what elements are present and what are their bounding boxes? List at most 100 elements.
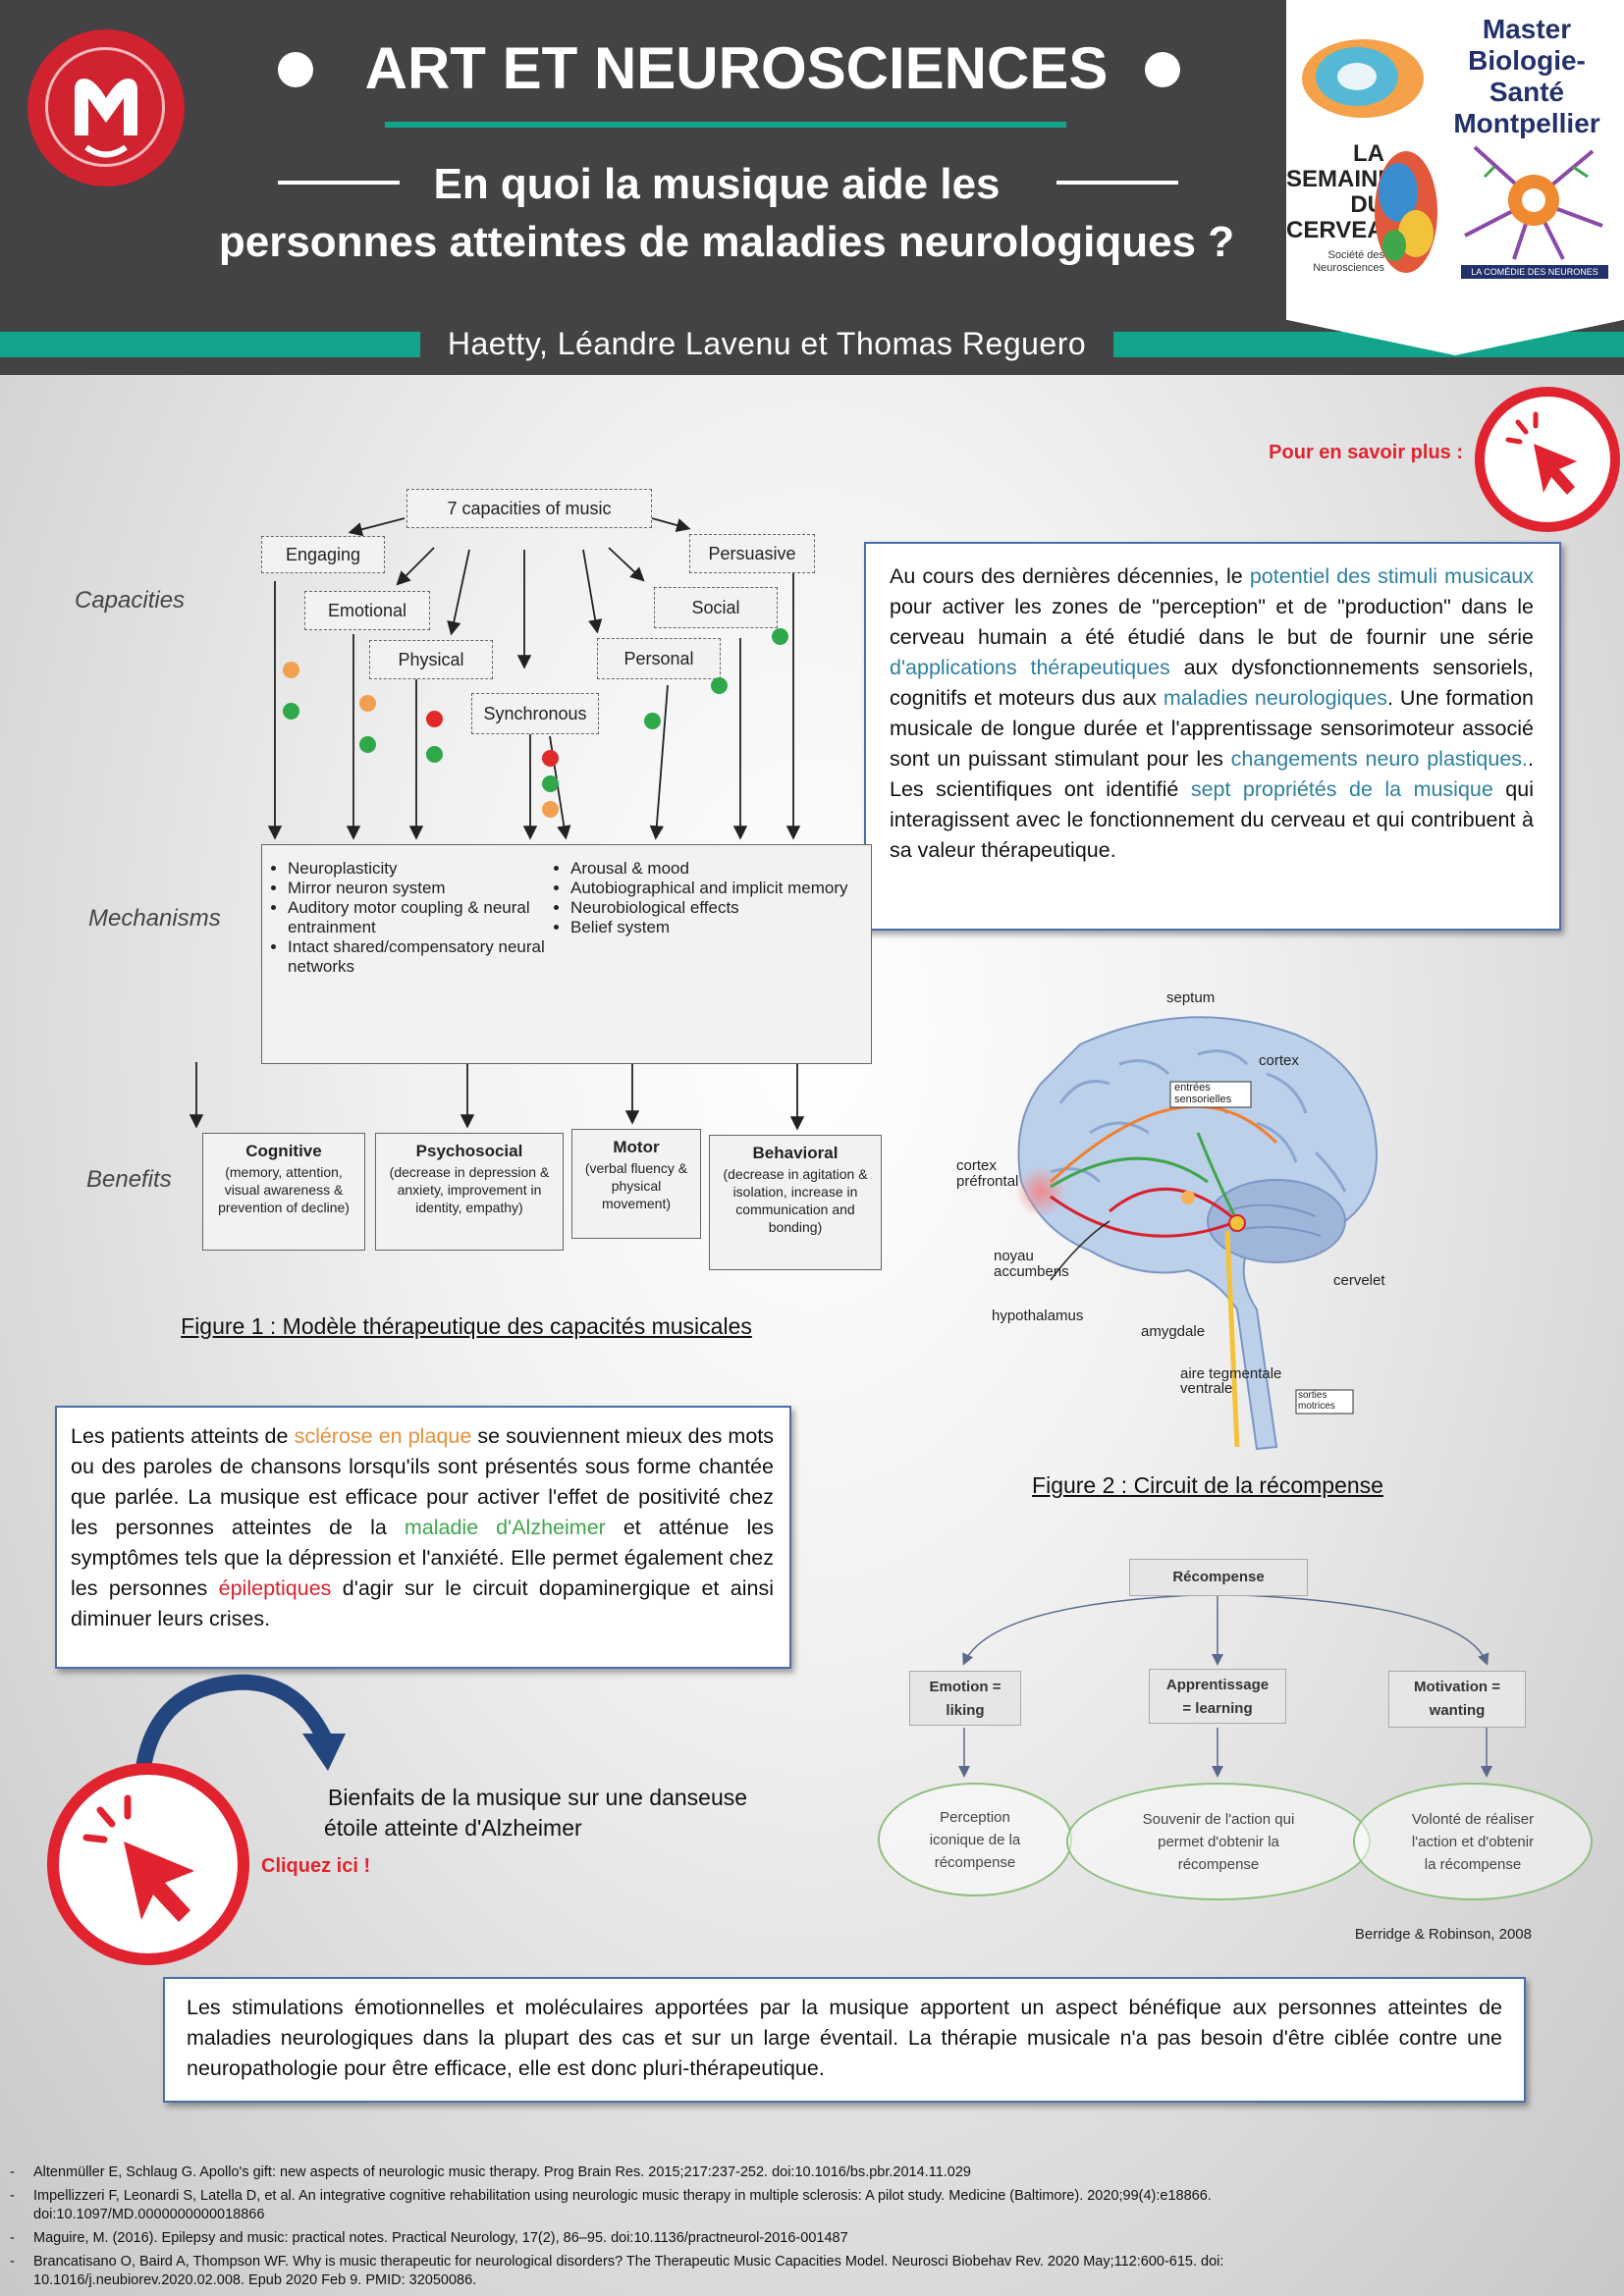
reward-box-line: Motivation =	[1414, 1679, 1500, 1695]
colorful-brain-icon	[1375, 151, 1437, 273]
mechanism-item: Autobiographical and implicit memory	[570, 879, 875, 898]
label-amygdale: amygdale	[1141, 1323, 1206, 1340]
click-here-link[interactable]: Cliquez ici !	[261, 1855, 371, 1877]
seal-m-icon	[75, 79, 137, 158]
benefit-motor: Motor (verbal fluency & physical movemen…	[571, 1129, 701, 1239]
conclusion-paragraph: Les stimulations émotionnelles et molécu…	[187, 1996, 1502, 2080]
mechanism-item: Auditory motor coupling & neural entrain…	[288, 898, 563, 937]
authors: Haetty, Léandre Lavenu et Thomas Reguero	[447, 326, 1087, 361]
intro-text-4: . Une formation musicale de longue durée…	[890, 686, 1534, 771]
label-hypothalamus: hypothalamus	[992, 1308, 1084, 1324]
reference-item: -Maguire, M. (2016). Epilepsy and music:…	[0, 2229, 1375, 2248]
figure-1-arrows	[189, 517, 805, 1131]
row-label-capacities: Capacities	[75, 587, 186, 614]
benefit-title: Cognitive	[245, 1142, 322, 1160]
reward-box-emotion: Emotion =liking	[909, 1671, 1021, 1726]
intro-highlight-proprietes: sept propriétés de la musique	[1190, 777, 1493, 801]
comedie-des-neurones-logo: LA COMÉDIE DES NEURONES	[1461, 265, 1608, 279]
master-line-2: Biologie-Santé	[1468, 45, 1586, 107]
intro-text-1: Au cours des dernières décennies, le	[890, 564, 1250, 588]
label-aire-tegmentale: aire tegmentale ventrale	[1180, 1365, 1282, 1397]
reward-box-line: Emotion =	[929, 1679, 1001, 1695]
label-cervelet: cervelet	[1333, 1272, 1385, 1289]
reward-box-line: Apprentissage	[1165, 1677, 1270, 1693]
page-title: ART ET NEUROSCIENCES	[364, 35, 1109, 101]
ellipse-line: permet d'obtenir la	[1158, 1833, 1279, 1850]
brain-reward-circuit-icon	[1015, 1016, 1378, 1451]
seal-ring	[45, 47, 165, 167]
reference-text: Brancatisano O, Baird A, Thompson WF. Wh…	[33, 2254, 1224, 2288]
reference-bullet: -	[10, 2164, 15, 2180]
patients-highlight-sclerose: sclérose en plaque	[294, 1424, 472, 1448]
mechanism-item: Mirror neuron system	[288, 879, 563, 898]
reference-item: -Brancatisano O, Baird A, Thompson WF. W…	[0, 2253, 1375, 2290]
semaine-small-text: Société des Neurosciences	[1313, 249, 1384, 274]
capacity-dot-green	[644, 713, 661, 729]
intro-highlight-stimuli: potentiel des stimuli musicaux	[1249, 564, 1534, 588]
mechanism-item: Intact shared/compensatory neural networ…	[288, 937, 563, 977]
label-cortex: cortex	[1259, 1052, 1299, 1069]
reference-text: Impellizzeri F, Leonardi S, Latella D, e…	[33, 2188, 1212, 2222]
figure-1-caption: Figure 1 : Modèle thérapeutique des capa…	[181, 1313, 752, 1339]
cursor-click-icon	[1505, 411, 1577, 495]
video-line-1: Bienfaits de la musique sur une danseuse	[328, 1785, 748, 1810]
reward-box-line: wanting	[1429, 1702, 1486, 1719]
video-link-button[interactable]	[47, 1763, 249, 1965]
mechanisms-left-list: Neuroplasticity Mirror neuron system Aud…	[266, 859, 563, 977]
video-line-2: étoile atteinte d'Alzheimer	[324, 1815, 582, 1841]
conclusion-box: Les stimulations émotionnelles et molécu…	[163, 1977, 1526, 2103]
title-underline	[385, 122, 1066, 128]
intro-text-2: pour activer les zones de "perception" e…	[890, 595, 1534, 649]
capacity-dot-green	[542, 775, 559, 792]
reference-bullet: -	[10, 2230, 15, 2246]
capacity-personal: Personal	[597, 638, 721, 679]
benefit-title: Psychosocial	[415, 1142, 523, 1160]
capacity-dot-green	[283, 703, 299, 720]
benefit-behavioral: Behavioral (decrease in agitation & isol…	[709, 1135, 882, 1270]
reward-box-motivation: Motivation = wanting	[1388, 1671, 1526, 1728]
master-line-3: Montpellier	[1453, 108, 1600, 138]
benefit-desc: (decrease in agitation & isolation, incr…	[723, 1166, 868, 1235]
capacity-dot-green	[772, 628, 788, 645]
mechanisms-box: Neuroplasticity Mirror neuron system Aud…	[261, 844, 872, 1064]
patients-text-4: d'agir sur le circuit dopaminergique et …	[71, 1576, 774, 1630]
reward-box-apprentissage: Apprentissage= learning	[1149, 1669, 1286, 1724]
reward-ellipse-volonte: Volonté de réaliser l'action et d'obtenir…	[1353, 1783, 1593, 1900]
references-list: -Altenmüller E, Schlaug G. Apollo's gift…	[0, 2163, 1375, 2295]
reference-item: -Impellizzeri F, Leonardi S, Latella D, …	[0, 2187, 1375, 2224]
intro-highlight-applications: d'applications thérapeutiques	[890, 656, 1170, 679]
capacity-engaging: Engaging	[261, 536, 385, 573]
curved-arrow-icon	[135, 1674, 346, 1771]
ellipse-line: iconique de la	[929, 1831, 1021, 1848]
label-noyau-accumbens: noyau accumbens	[994, 1248, 1069, 1280]
ellipse-line: Souvenir de l'action qui	[1142, 1810, 1295, 1828]
ellipse-line: Perception	[940, 1808, 1010, 1826]
mechanism-item: Belief system	[570, 918, 875, 937]
label-cortex-prefrontal: cortex préfrontal	[956, 1157, 1019, 1190]
more-info-link-button[interactable]	[1475, 387, 1620, 532]
label-sorties-motrices: sorties motrices	[1298, 1390, 1335, 1412]
intro-text-5: . Les scientifiques ont identifié	[890, 747, 1534, 801]
reward-arrows	[958, 1593, 1492, 1778]
benefit-desc: (decrease in depression & anxiety, impro…	[389, 1164, 550, 1215]
subtitle-line-2: personnes atteintes de maladies neurolog…	[218, 218, 1235, 266]
capacity-emotional: Emotional	[304, 591, 430, 630]
figure-2-caption: Figure 2 : Circuit de la récompense	[1032, 1472, 1383, 1498]
mechanism-item: Neurobiological effects	[570, 898, 875, 918]
cursor-click-icon	[82, 1794, 194, 1922]
ellipse-line: l'action et d'obtenir	[1411, 1833, 1535, 1850]
figure-2-brain: septum cortex entrées sensorielles corte…	[943, 986, 1404, 1467]
ellipse-line: Volonté de réaliser	[1411, 1810, 1535, 1828]
reward-diagram: Récompense Emotion =liking Apprentissage…	[874, 1551, 1600, 1944]
benefit-title: Behavioral	[752, 1144, 839, 1162]
neuron-icon	[1464, 145, 1603, 260]
intro-box: Au cours des dernières décennies, le pot…	[864, 542, 1561, 931]
master-logo-text: Master Biologie-Santé Montpellier	[1443, 14, 1610, 139]
benefit-title: Motor	[613, 1138, 660, 1156]
reward-credit: Berridge & Robinson, 2008	[1354, 1926, 1532, 1943]
patients-text-2: se souviennent mieux des mots ou des par…	[71, 1424, 774, 1539]
mechanism-item: Arousal & mood	[570, 859, 875, 879]
video-description: Bienfaits de la musique sur une danseuse…	[324, 1783, 776, 1843]
patients-text-1: Les patients atteints de	[71, 1424, 295, 1448]
capacity-dot-red	[542, 750, 559, 767]
